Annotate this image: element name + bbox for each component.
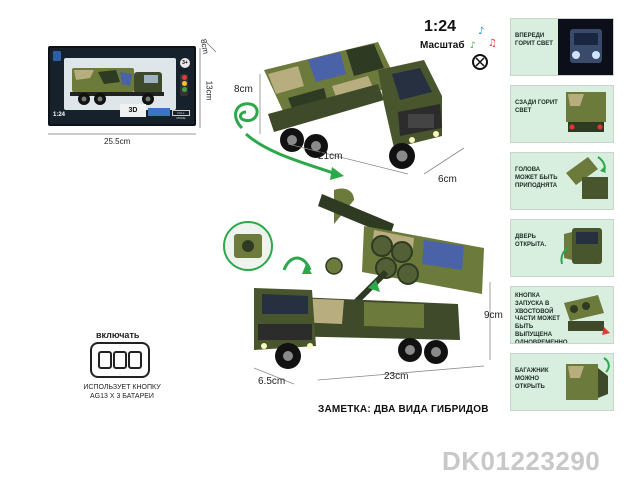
feature-text: ГОЛОВА МОЖЕТ БЫТЬ ПРИПОДНЯТА [515,167,558,189]
svg-text:♫: ♫ [488,38,497,49]
rear-light-truck-icon [566,92,606,132]
head-lift-icon [566,156,608,199]
front-light-truck-icon [558,19,613,75]
scale-ratio: 1:24 [424,18,457,35]
launcher-length-dimension: 23cm [384,371,409,382]
svg-text:♪: ♪ [470,41,476,51]
battery-icon [98,351,112,369]
box-width-dimension: 25.5cm [104,137,131,146]
box-window [64,58,176,110]
battery-note: ИСПОЛЬЗУЕТ КНОПКУ AG13 X 3 БАТАРЕИ [83,384,161,400]
truck-height-dimension: 8cm [234,84,253,95]
feature-panel-trunk-open: БАГАЖНИК МОЖНО ОТКРЫТЬ [510,353,614,411]
box-height-dimension: 13cm [204,80,214,101]
svg-text:♪: ♪ [478,26,484,37]
traffic-light-icon [180,74,188,96]
feature-panel-head-lift: ГОЛОВА МОЖЕТ БЫТЬ ПРИПОДНЯТА [510,152,614,210]
truck-width-dimension: 6cm [438,174,457,185]
battery-icon [128,351,142,369]
box-scale-text: 1:24 [53,112,66,118]
feature-text: КНОПКА ЗАПУСКА В ХВОСТОВОЙ ЧАСТИ МОЖЕТ Б… [515,293,568,344]
launch-button-icon [564,295,610,335]
age-badge: 3+ [180,58,190,68]
feature-text: БАГАЖНИК МОЖНО ОТКРЫТЬ [515,368,549,390]
switch-label: включать [96,330,140,340]
box-truck-illustration [70,68,164,105]
feature-panel-front-light: ВПЕРЕДИ ГОРИТ СВЕТ [510,18,614,76]
feature-text: ВПЕРЕДИ ГОРИТ СВЕТ [515,33,553,47]
sound-music-icon: ♪ ♫ ♪ [470,26,497,70]
truck-length-dimension: 21cm [318,151,343,162]
box-full-mode-label: FULL MODE [172,110,190,120]
box-brand-stripe [148,108,170,116]
feature-panel-door-open: ДВЕРЬ ОТКРЫТА. [510,219,614,277]
battery-icon [113,351,127,369]
feature-panel-rear-light: СЗАДИ ГОРИТ СВЕТ [510,85,614,143]
door-open-icon [560,228,602,265]
battery-compartment-icon [90,342,150,378]
launcher-width-dimension: 6.5cm [258,376,286,387]
launcher-height-dimension: 9cm [484,310,503,321]
feature-text: СЗАДИ ГОРИТ СВЕТ [515,100,558,114]
box-brand-label: 3D [120,104,146,117]
trunk-open-icon [566,357,610,400]
hybrid-note: ЗАМЕТКА: ДВА ВИДА ГИБРИДОВ [318,404,489,415]
brand-logo-icon [53,51,61,61]
product-box-image: 1:24 3+ 3D FULL MODE [48,46,196,126]
box-dimension-lines [48,41,217,135]
feature-panel-launch-button: КНОПКА ЗАПУСКА В ХВОСТОВОЙ ЧАСТИ МОЖЕТ Б… [510,286,614,344]
feature-text: ДВЕРЬ ОТКРЫТА. [515,234,547,248]
cargo-truck-image [234,42,465,180]
scale-label: Масштаб [420,40,465,51]
missile-launcher-truck-image [223,188,491,385]
product-code: DK01223290 [442,446,601,476]
